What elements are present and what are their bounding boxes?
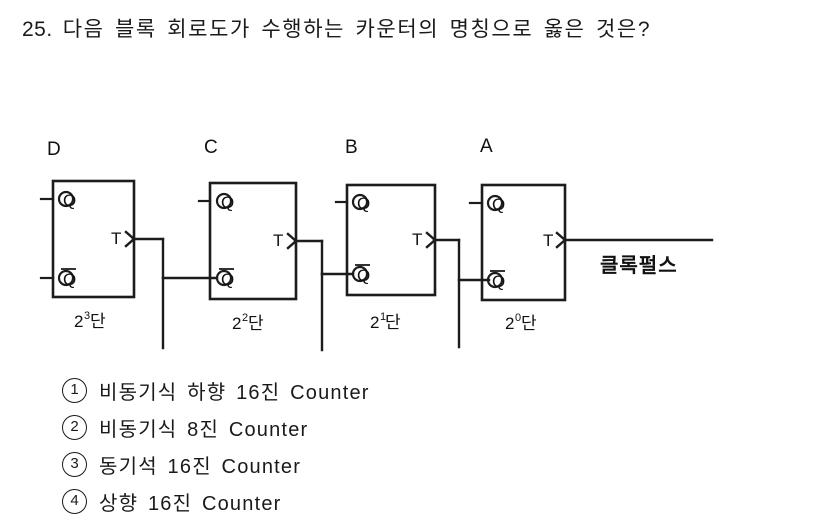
stage-label-b: B [345,137,359,158]
option-3[interactable]: 3 동기석 16진 Counter [62,446,762,482]
option-1[interactable]: 1 비동기식 하향 16진 Counter [62,372,762,408]
flipflop-d-weight: 2 3 단 [74,310,106,331]
flipflop-c-weight-exp: 2 [242,312,248,324]
flipflop-b-weight-base: 2 [370,313,379,332]
option-4-label: 상향 16진 Counter [99,492,282,515]
flipflop-b-q-bubble [351,193,369,211]
flipflop-a-weight-exp: 0 [515,312,521,324]
flipflop-a-weight-base: 2 [505,314,514,333]
stage-label-a: A [480,136,494,157]
option-1-marker: 1 [62,377,87,403]
option-2-label: 비동기식 8진 Counter [99,418,309,441]
flipflop-b-weight-unit: 단 [385,313,401,332]
wire-b-to-c [293,239,355,352]
flipflop-d-weight-exp: 3 [84,310,90,322]
flipflop-b-weight: 2 1 단 [370,311,401,332]
option-2-marker: 2 [62,414,87,440]
flipflop-d-qbar-bubble [57,269,75,287]
question-text: 다음 블록 회로도가 수행하는 카운터의 명칭으로 옳은 것은? [62,18,652,41]
flipflop-a-t-label: T [543,231,553,250]
question-row: 25. 다음 블록 회로도가 수행하는 카운터의 명칭으로 옳은 것은? [22,14,812,45]
option-3-marker: 3 [62,451,87,477]
flipflop-d-weight-base: 2 [74,312,83,331]
flipflop-d-t-label: T [111,229,121,248]
flipflop-b-q-label: Q [357,194,370,213]
flipflop-b: Q Q T [334,183,437,297]
flipflop-a-weight: 2 0 단 [505,312,537,333]
flipflop-c-t-label: T [273,231,283,250]
flipflop-c-weight: 2 2 단 [232,312,264,333]
flipflop-c-q-bubble [215,192,233,210]
flipflop-c-q-label: Q [221,193,234,212]
flipflop-c-qbar-label: Q [221,270,234,289]
wire-a-to-b [432,238,491,349]
question-block: 25. 다음 블록 회로도가 수행하는 카운터의 명칭으로 옳은 것은? [22,14,812,45]
flipflop-c-weight-base: 2 [232,314,241,333]
flipflop-a: Q Q T [468,183,567,302]
option-4[interactable]: 4 상향 16진 Counter [62,483,762,519]
flipflop-b-weight-exp: 1 [380,311,386,323]
option-4-marker: 4 [62,488,87,514]
flipflop-b-t-label: T [412,230,422,249]
option-3-label: 동기석 16진 Counter [99,455,302,478]
flipflop-a-q-bubble [486,194,504,212]
flipflop-a-weight-unit: 단 [521,314,537,333]
flipflop-d-qbar-label: Q [63,270,76,289]
stage-label-d: D [47,139,62,160]
flipflop-d-q-bubble [57,190,75,208]
question-number: 25. [22,18,53,41]
block-diagram: D C B A Q Q T 2 3 단 Q Q T 2 2 단 [0,120,826,360]
flipflop-a-qbar-label: Q [492,272,505,291]
clock-pulse-label: 클록펄스 [600,254,678,277]
flipflop-c: Q Q T [197,181,298,301]
flipflop-b-qbar-label: Q [357,266,370,285]
flipflop-d: Q Q T [39,179,136,299]
stage-label-c: C [204,137,219,158]
answer-options: 1 비동기식 하향 16진 Counter 2 비동기식 8진 Counter … [62,372,762,520]
flipflop-d-q-label: Q [63,191,76,210]
flipflop-c-weight-unit: 단 [248,314,264,333]
wire-c-to-d [131,237,219,350]
flipflop-d-weight-unit: 단 [90,312,106,331]
option-1-label: 비동기식 하향 16진 Counter [99,381,370,404]
flipflop-a-q-label: Q [492,195,505,214]
option-2[interactable]: 2 비동기식 8진 Counter [62,409,762,445]
